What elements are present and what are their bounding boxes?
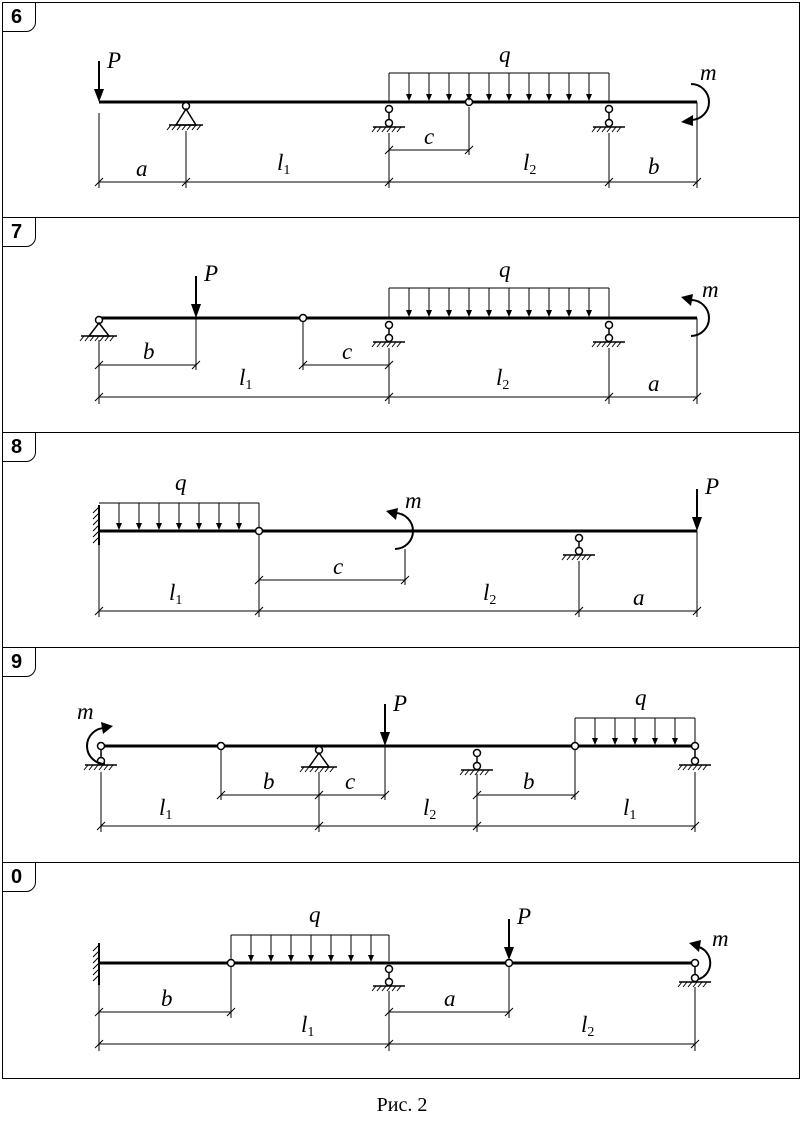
label-b1: b <box>263 769 275 794</box>
label-m: m <box>77 699 94 724</box>
panel-8: 8 q m P c l1 l2 a <box>2 432 800 648</box>
label-a: a <box>444 986 456 1011</box>
panel-7: 7 P q m b c l1 l2 a <box>2 217 800 433</box>
label-q: q <box>175 470 187 495</box>
label-P: P <box>204 261 219 286</box>
beam-diagram-6 <box>94 61 710 188</box>
label-P: P <box>517 904 532 929</box>
label-m: m <box>702 277 719 302</box>
label-l2: l2 <box>423 795 437 823</box>
label-l1: l1 <box>239 365 253 393</box>
label-m: m <box>712 926 729 951</box>
label-l2: l2 <box>523 150 537 178</box>
beam-diagram-7 <box>79 276 710 404</box>
label-l2: l2 <box>483 580 497 608</box>
panel-number: 7 <box>2 217 36 247</box>
label-m: m <box>700 60 717 85</box>
label-P: P <box>705 474 720 499</box>
label-b: b <box>648 154 660 179</box>
figure-caption: Рис. 2 <box>376 1094 428 1116</box>
label-l1: l1 <box>277 150 291 178</box>
label-l1: l1 <box>301 1012 315 1040</box>
label-l1b: l1 <box>623 795 637 823</box>
label-c: c <box>424 124 435 149</box>
panel-0: 0 q P m b a l1 l2 <box>2 862 800 1079</box>
beam-diagram-9 <box>83 704 711 832</box>
label-c: c <box>333 554 344 579</box>
label-a: a <box>136 156 148 181</box>
panel-6: 6 P q m a l1 c l2 b <box>2 2 800 218</box>
label-q: q <box>499 257 511 282</box>
panel-number: 0 <box>2 862 36 892</box>
beam-diagram-0 <box>92 919 712 1051</box>
label-a: a <box>633 585 645 610</box>
label-m: m <box>405 488 422 513</box>
label-P: P <box>393 691 408 716</box>
label-l2: l2 <box>581 1012 595 1040</box>
beam-diagram-8 <box>92 489 702 617</box>
label-b: b <box>161 986 173 1011</box>
panel-number: 9 <box>2 647 36 677</box>
panel-number: 8 <box>2 432 36 462</box>
label-q: q <box>499 42 511 67</box>
label-q: q <box>635 685 647 710</box>
label-a: a <box>648 371 660 396</box>
panel-number: 6 <box>2 2 36 32</box>
label-b: b <box>143 339 155 364</box>
label-P: P <box>107 48 122 73</box>
label-c: c <box>345 769 356 794</box>
panel-9: 9 m P q b c b l1 l2 l1 <box>2 647 800 863</box>
label-l1: l1 <box>169 580 183 608</box>
label-l2: l2 <box>496 365 510 393</box>
label-q: q <box>309 902 321 927</box>
label-c: c <box>342 339 353 364</box>
label-b2: b <box>523 769 535 794</box>
label-l1a: l1 <box>159 795 173 823</box>
